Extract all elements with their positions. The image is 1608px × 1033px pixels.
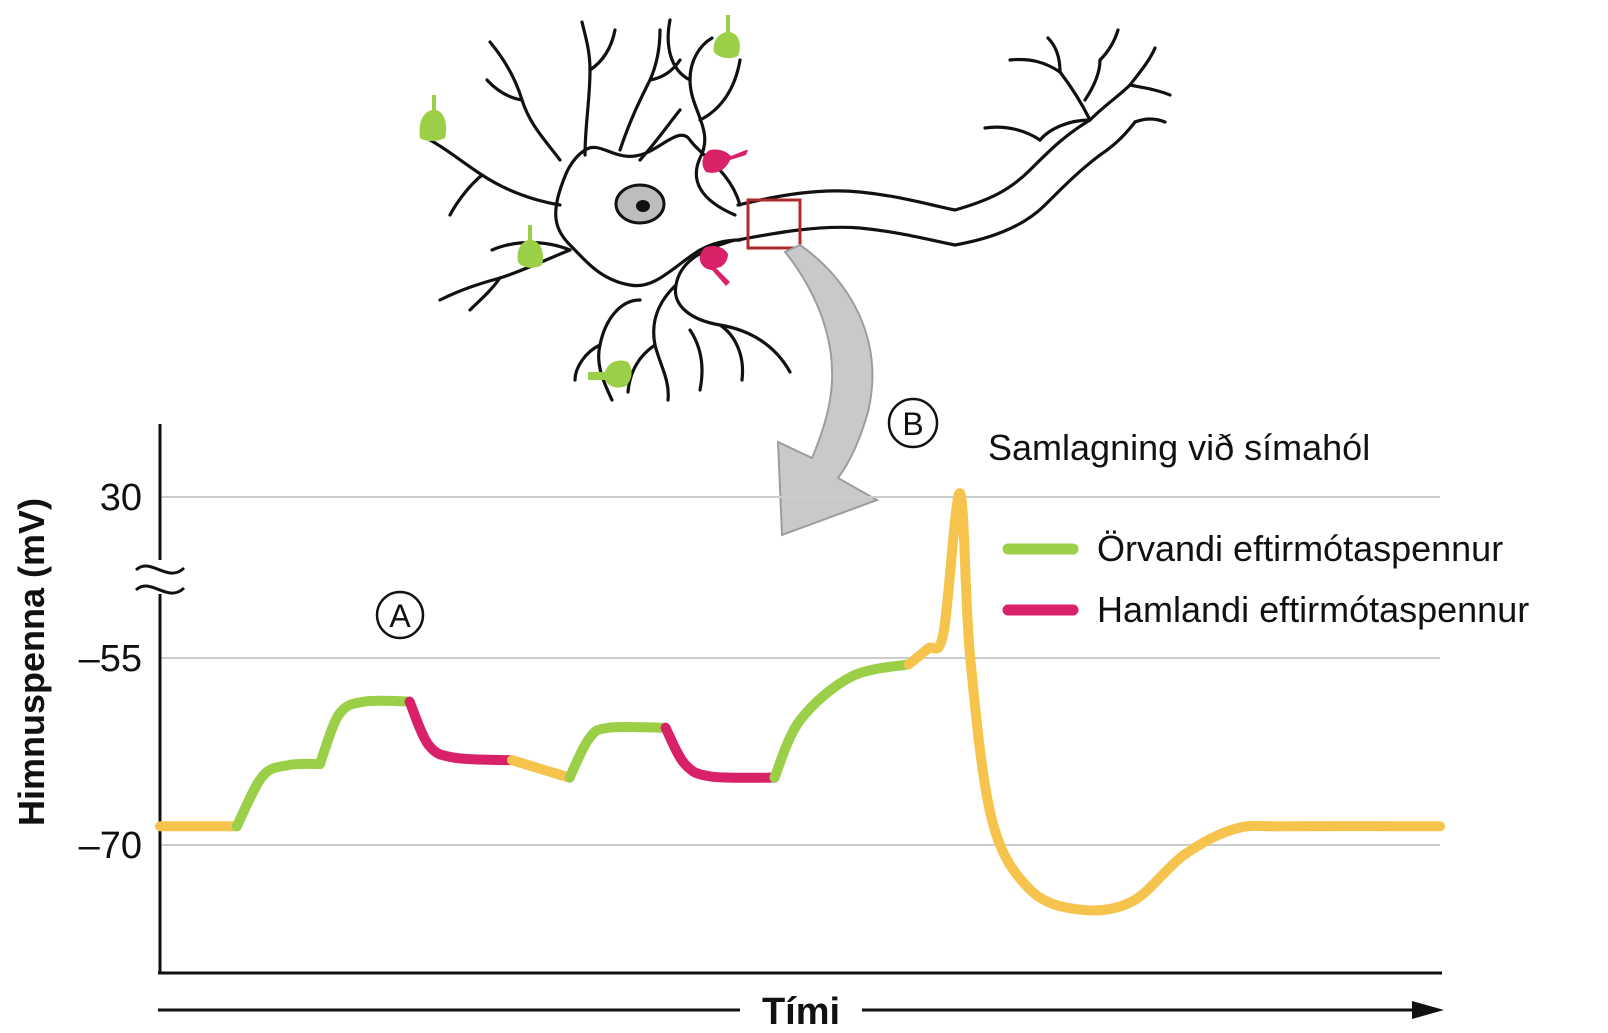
y-axis-label: Himnuspenna (mV) [11, 498, 52, 826]
trace-segment-excitatory [315, 695, 415, 769]
trace-segment-excitatory [769, 659, 914, 783]
legend-label-excitatory: Örvandi eftirmótaspennur [1097, 528, 1503, 569]
zoom-arrow [776, 243, 880, 537]
marker-a-label: A [389, 598, 411, 634]
marker-a: A [375, 590, 425, 640]
marker-b: B [887, 397, 939, 449]
x-axis-label: Tími [762, 991, 840, 1033]
marker-b-label: B [902, 406, 923, 442]
time-arrowhead [1412, 1001, 1444, 1019]
trace-segment-inhibitory [660, 722, 780, 783]
axon-hillock-box [746, 198, 802, 250]
excitatory-synapses [419, 15, 740, 388]
trace-segment-excitatory [231, 758, 325, 832]
neuron-diagram: B [419, 15, 1172, 537]
synapse-green-4 [588, 360, 632, 388]
dendrites [428, 18, 792, 402]
synapse-green-1 [419, 95, 447, 141]
y-tick-55: –55 [79, 638, 142, 680]
trace-segment-inhibitory [404, 696, 517, 766]
membrane-potential-trace [155, 488, 1445, 916]
synapse-green-3 [517, 225, 544, 268]
axis-break [130, 560, 186, 595]
inhibitory-synapses [699, 149, 748, 286]
nucleolus [636, 200, 650, 212]
chart: 30 –55 –70 Himnuspenna (mV) Tími A [11, 424, 1445, 1033]
y-tick-70: –70 [79, 825, 142, 867]
soma [554, 133, 742, 288]
trace-segment-baseline [903, 488, 1445, 916]
legend-label-inhibitory: Hamlandi eftirmótaspennur [1097, 589, 1529, 630]
axon [736, 118, 1092, 212]
trace-segment-excitatory [564, 721, 671, 783]
synapse-pink-1 [702, 149, 748, 173]
synapse-pink-2 [699, 246, 730, 286]
legend: Samlagning við símahól Örvandi eftirmóta… [988, 427, 1529, 630]
synapse-green-2 [713, 15, 740, 59]
axon-terminals [983, 28, 1172, 157]
y-tick-30: 30 [100, 477, 142, 519]
legend-title: Samlagning við símahól [988, 427, 1370, 468]
trace-segment-baseline [507, 755, 575, 783]
grid-lines [160, 496, 1440, 846]
